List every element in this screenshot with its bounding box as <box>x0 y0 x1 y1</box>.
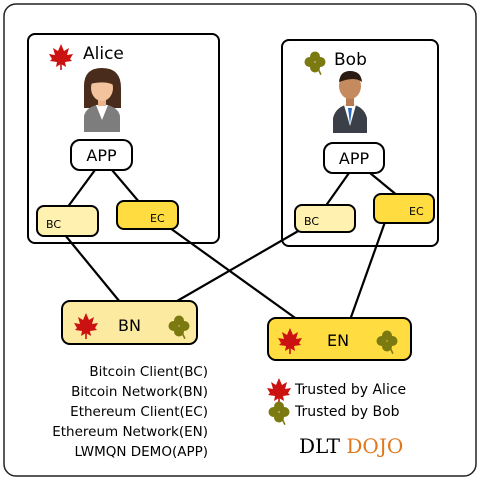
glossary-item: Ethereum Network(EN) <box>52 424 208 440</box>
legend-trusted-bob: Trusted by Bob <box>295 404 400 420</box>
alice-app-label: APP <box>86 146 117 165</box>
bob-ec-en-line <box>348 221 387 321</box>
en-box <box>267 317 412 361</box>
bn-box <box>61 300 198 345</box>
bob-app-ec-line <box>369 172 399 197</box>
glossary-item: LWMQN DEMO(APP) <box>74 444 208 460</box>
glossary-item: Bitcoin Network(BN) <box>71 384 208 400</box>
alice-app-bc-line <box>66 169 96 209</box>
alice-name: Alice <box>83 44 124 64</box>
bob-ec-box <box>373 193 435 224</box>
alice-bc-label: BC <box>46 218 62 231</box>
bob-bc-bn-line <box>164 229 301 309</box>
bob-panel <box>281 39 439 247</box>
brand-logo: DLT DOJO <box>299 434 403 458</box>
bob-app-label: APP <box>338 149 370 168</box>
alice-panel <box>27 33 220 244</box>
bob-avatar <box>333 71 367 133</box>
bob-bc-box <box>294 204 356 233</box>
connectors <box>64 169 399 321</box>
alice-app-box <box>70 139 133 171</box>
brand-dojo: DOJO <box>346 434 404 458</box>
alice-ec-box <box>116 200 179 230</box>
alice-bc-box <box>36 205 99 237</box>
bob-app-bc-line <box>324 172 350 208</box>
alice-avatar <box>84 68 121 132</box>
brand-dlt: DLT <box>299 434 341 458</box>
bob-ec-label: EC <box>409 205 424 218</box>
bn-label: BN <box>118 316 141 335</box>
alice-app-ec-line <box>111 169 141 204</box>
legend-trusted-alice: Trusted by Alice <box>295 382 407 398</box>
bob-name: Bob <box>334 50 367 70</box>
bob-app-box <box>323 142 385 174</box>
glossary-item: Bitcoin Client(BC) <box>89 364 208 380</box>
en-label: EN <box>327 331 350 350</box>
bob-bc-label: BC <box>304 215 320 228</box>
alice-bc-bn-line <box>64 234 121 303</box>
alice-ec-label: EC <box>150 212 165 225</box>
glossary-item: Ethereum Client(EC) <box>70 404 208 420</box>
